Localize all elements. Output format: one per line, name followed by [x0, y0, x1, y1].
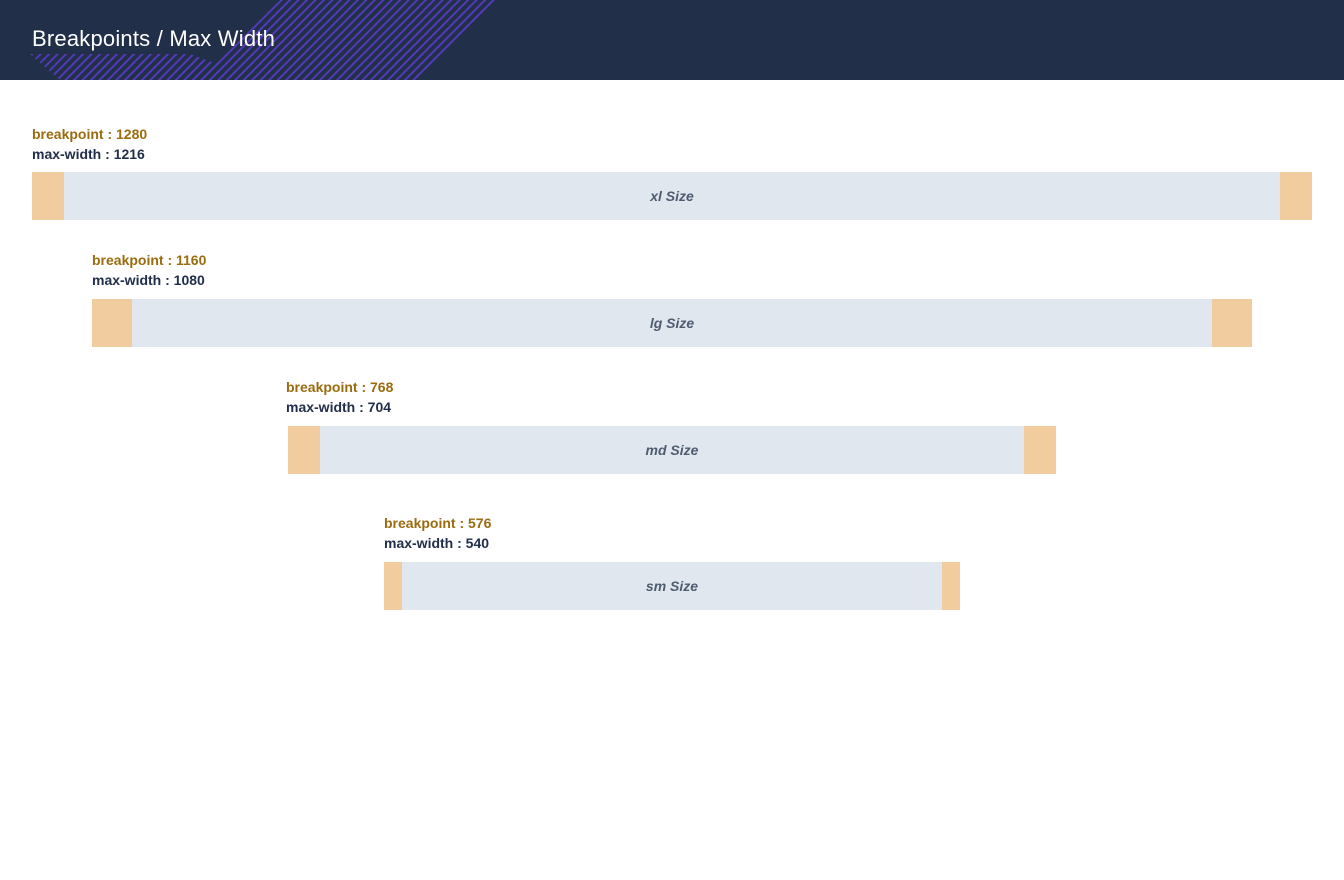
- max-width-lg-area: lg Size: [132, 299, 1212, 347]
- breakpoint-xl-labels: breakpoint : 1280 max-width : 1216: [32, 124, 147, 164]
- breakpoint-sm-labels: breakpoint : 576 max-width : 540: [384, 513, 491, 553]
- max-width-xl-value: max-width : 1216: [32, 146, 145, 162]
- size-label-xl: xl Size: [650, 188, 694, 204]
- max-width-sm-area: sm Size: [402, 562, 942, 610]
- page-title: Breakpoints / Max Width: [32, 26, 276, 51]
- breakpoint-lg-labels: breakpoint : 1160 max-width : 1080: [92, 250, 206, 290]
- breakpoint-xl-bar: xl Size: [32, 172, 1312, 220]
- max-width-sm-value: max-width : 540: [384, 535, 490, 551]
- size-label-lg: lg Size: [649, 315, 695, 331]
- breakpoint-md-bar: md Size: [288, 426, 1056, 474]
- header-stripe-pattern: [30, 0, 500, 80]
- breakpoint-md-value: breakpoint : 768: [286, 379, 394, 395]
- breakpoint-sm-value: breakpoint : 576: [384, 515, 492, 531]
- breakpoint-sm-bar: sm Size: [384, 562, 960, 610]
- breakpoint-lg-bar: lg Size: [92, 299, 1252, 347]
- breakpoint-md-labels: breakpoint : 768 max-width : 704: [286, 377, 393, 417]
- breakpoint-xl-value: breakpoint : 1280: [32, 126, 148, 142]
- max-width-md-area: md Size: [320, 426, 1024, 474]
- size-label-sm: sm Size: [645, 578, 699, 594]
- max-width-xl-area: xl Size: [64, 172, 1280, 220]
- max-width-md-value: max-width : 704: [286, 399, 392, 415]
- max-width-lg-value: max-width : 1080: [92, 272, 205, 288]
- breakpoint-lg-value: breakpoint : 1160: [92, 252, 207, 268]
- page-header: Breakpoints / Max Width: [0, 0, 1344, 80]
- size-label-md: md Size: [645, 442, 699, 458]
